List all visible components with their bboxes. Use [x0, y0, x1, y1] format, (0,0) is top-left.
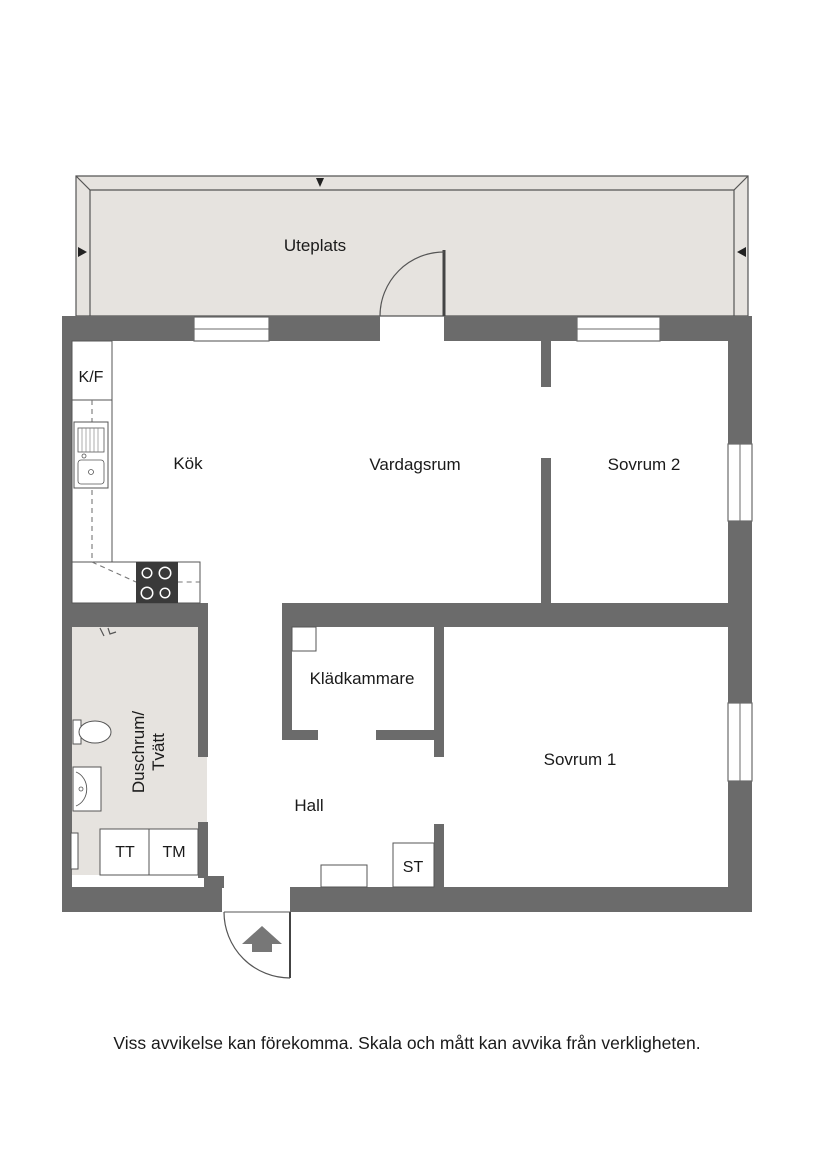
room-label-kladkammare: Klädkammare — [310, 669, 415, 688]
entrance-arrow-icon — [242, 926, 282, 952]
walls — [62, 316, 752, 912]
fixture-label-st: ST — [403, 859, 424, 876]
sink-icon — [73, 421, 109, 489]
radiator — [70, 832, 79, 870]
room-label-duschrum-line1: Duschrum/ — [129, 711, 148, 793]
washer-box — [148, 828, 199, 876]
doors — [223, 250, 446, 979]
toilet-icon — [72, 719, 112, 745]
hall-bench — [320, 864, 368, 888]
closet-shelf — [291, 626, 317, 652]
disclaimer-text: Viss avvikelse kan förekomma. Skala och … — [113, 1033, 701, 1053]
stove-icon — [136, 562, 178, 603]
room-label-duschrum-line2: Tvätt — [149, 733, 168, 771]
room-label-duschrum: Duschrum/ Tvätt — [129, 711, 168, 793]
fixture-label-tt: TT — [115, 844, 135, 861]
windows — [193, 316, 753, 782]
fixture-label-tm: TM — [162, 844, 185, 861]
bathroom-fixtures — [70, 627, 199, 876]
room-label-kok: Kök — [173, 454, 203, 473]
room-label-vardagsrum: Vardagsrum — [369, 455, 460, 474]
dryer-box — [99, 828, 150, 876]
washbasin-icon — [72, 766, 102, 812]
storage-box — [392, 842, 435, 888]
room-label-uteplats: Uteplats — [284, 236, 346, 255]
room-label-hall: Hall — [294, 796, 323, 815]
room-label-sovrum1: Sovrum 1 — [544, 750, 617, 769]
terrace — [75, 175, 749, 317]
fixture-label-kf: K/F — [79, 369, 104, 386]
room-label-sovrum2: Sovrum 2 — [608, 455, 681, 474]
